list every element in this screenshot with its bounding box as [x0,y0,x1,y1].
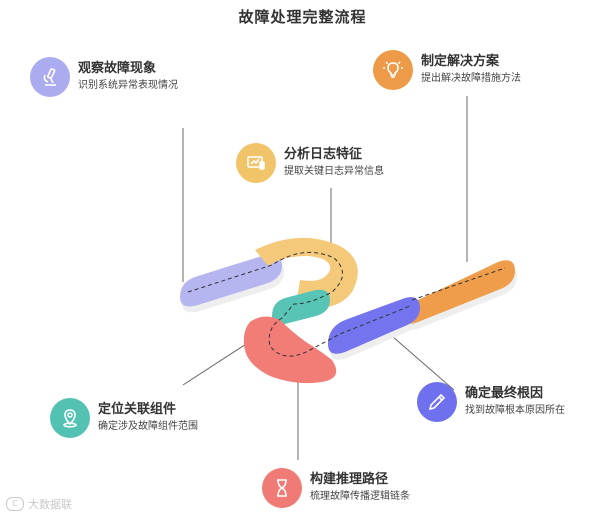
step-locate-desc: 确定涉及故障组件范围 [98,421,198,432]
pen-icon [417,382,457,422]
step-analyze-desc: 提取关键日志异常信息 [284,166,384,177]
block-observe [180,254,282,307]
step-reason-desc: 梳理故障传播逻辑链条 [310,491,410,502]
step-plan-title: 制定解决方案 [421,54,500,69]
step-root-title: 确定最终根因 [465,386,544,401]
step-analyze: 分析日志特征 提取关键日志异常信息 [236,143,384,183]
connector-lines [182,96,468,460]
step-locate: 定位关联组件 确定涉及故障组件范围 [50,398,198,438]
block-reason [243,316,337,384]
monitor-chart-icon [236,143,276,183]
step-observe: 观察故障现象 识别系统异常表现情况 [30,57,178,97]
flow-dashed-path [187,251,506,357]
watermark-logo-icon: C [6,497,24,511]
location-pin-icon [50,398,90,438]
diagram-title: 故障处理完整流程 [238,8,367,26]
block-root [328,297,420,354]
microscope-icon [30,57,70,97]
step-plan-desc: 提出解决故障措施方法 [421,73,521,84]
step-locate-title: 定位关联组件 [98,402,177,417]
step-root-desc: 找到故障根本原因所在 [465,405,565,416]
hourglass-icon [262,468,302,508]
step-reason-title: 构建推理路径 [310,472,389,487]
step-reason: 构建推理路径 梳理故障传播逻辑链条 [262,468,410,508]
step-analyze-title: 分析日志特征 [284,147,363,162]
line-root [384,329,455,391]
block-analyze [255,237,358,309]
step-root: 确定最终根因 找到故障根本原因所在 [417,382,565,422]
step-observe-title: 观察故障现象 [78,61,157,76]
watermark: C 大数据联 [6,496,72,512]
block-plan [402,260,515,324]
block-locate [272,289,330,325]
step-plan: 制定解决方案 提出解决故障措施方法 [373,50,521,90]
lightbulb-icon [373,50,413,90]
step-observe-desc: 识别系统异常表现情况 [78,80,178,91]
watermark-text: 大数据联 [28,498,72,511]
